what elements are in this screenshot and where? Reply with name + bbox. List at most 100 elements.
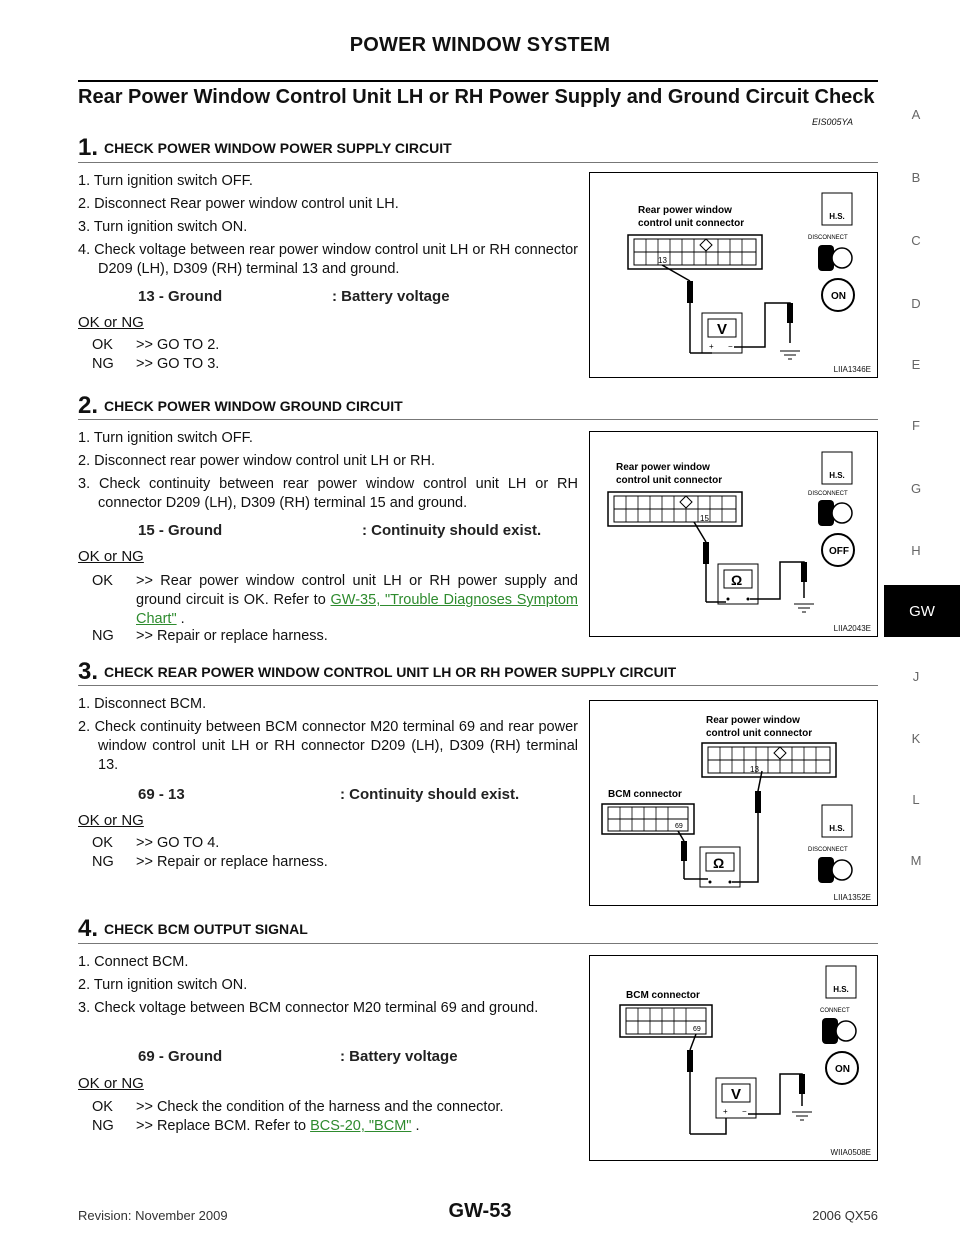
index-letter-g[interactable]: G (910, 481, 922, 496)
step-2-rule (78, 419, 878, 420)
step-3-instr-1: 1. Disconnect BCM. (78, 696, 207, 712)
step-2-okng: OK or NG (78, 548, 144, 565)
index-letter-l[interactable]: L (912, 792, 920, 807)
figure-4-diagram: BCM connector 69 V + − H.S. CONNECT ON (619, 965, 859, 1135)
step-1-instr-3: 3. Turn ignition switch ON. (78, 219, 248, 235)
step-2-heading: 2.CHECK POWER WINDOW GROUND CIRCUIT (78, 392, 878, 420)
section-title: Rear Power Window Control Unit LH or RH … (78, 86, 875, 108)
svg-text:H.S.: H.S. (829, 471, 845, 480)
fig1-terminal: 13 (658, 256, 667, 265)
step-4-spec-label: 69 - Ground (138, 1048, 223, 1065)
step-4-instr-3: 3. Check voltage between BCM connector M… (78, 1000, 539, 1016)
index-letter-j[interactable]: J (912, 669, 920, 684)
svg-text:13: 13 (750, 765, 759, 774)
step-1-ng-label: NG (92, 356, 114, 372)
step-2-number: 2. (78, 392, 99, 419)
step-1-instr-2: 2. Disconnect Rear power window control … (78, 196, 399, 212)
index-letter-a[interactable]: A (911, 107, 921, 122)
step-1-instr-4: 4. Check voltage between rear power wind… (78, 242, 578, 277)
svg-text:−: − (742, 1107, 747, 1116)
figure-1-code: LIIA1346E (833, 365, 871, 374)
index-letter-f[interactable]: F (912, 418, 920, 433)
page-header-title: POWER WINDOW SYSTEM (349, 34, 611, 56)
figure-2-diagram: Rear power window control unit connector… (607, 451, 855, 613)
figure-3-bcm-continuity: Rear power window control unit connector… (589, 700, 878, 906)
step-4-rule (78, 943, 878, 944)
svg-text:−: − (728, 342, 733, 351)
step-4-heading: 4.CHECK BCM OUTPUT SIGNAL (78, 915, 878, 943)
step-4-number: 4. (78, 915, 99, 942)
figure-1-voltage-check: Rear power window control unit connector… (589, 172, 878, 378)
link-gw-35-trouble-diagnoses[interactable]: GW-35, "Trouble Diagnoses Symptom Chart" (136, 592, 578, 627)
step-2-spec-label: 15 - Ground (138, 522, 223, 539)
svg-text:Ω: Ω (713, 855, 724, 871)
svg-text:control unit connector: control unit connector (706, 728, 812, 739)
svg-text:DISCONNECT: DISCONNECT (808, 491, 848, 497)
step-2-instr-1: 1. Turn ignition switch OFF. (78, 430, 253, 446)
step-3-spec-value: : Continuity should exist. (340, 786, 520, 803)
step-1-spec-value: : Battery voltage (332, 288, 450, 305)
svg-text:V: V (731, 1086, 741, 1103)
step-1-ng-text: >> GO TO 3. (136, 356, 220, 372)
section-code: EIS005YA (812, 117, 854, 127)
fig1-hs-icon: H.S. (829, 212, 845, 221)
svg-text:BCM connector: BCM connector (626, 990, 700, 1001)
index-letter-h[interactable]: H (911, 543, 921, 558)
index-letter-b[interactable]: B (911, 170, 921, 185)
step-3-ok-text: >> GO TO 4. (136, 835, 220, 851)
step-4-instr-1: 1. Connect BCM. (78, 954, 189, 970)
step-3-spec-label: 69 - 13 (138, 786, 185, 803)
figure-2-continuity-check: Rear power window control unit connector… (589, 431, 878, 637)
figure-3-code: LIIA1352E (833, 893, 871, 902)
svg-text:control unit connector: control unit connector (616, 475, 722, 486)
index-letter-e[interactable]: E (911, 357, 921, 372)
svg-text:BCM connector: BCM connector (608, 789, 682, 800)
step-3-rule (78, 685, 878, 686)
svg-text:15: 15 (700, 514, 709, 523)
step-1-rule (78, 162, 878, 163)
svg-text:DISCONNECT: DISCONNECT (808, 847, 848, 853)
footer-page-number: GW-53 (448, 1200, 512, 1222)
figure-2-code: LIIA2043E (833, 624, 871, 633)
step-4-okng: OK or NG (78, 1075, 144, 1092)
step-1-ok-label: OK (92, 337, 113, 353)
figure-3-diagram: Rear power window control unit connector… (601, 715, 853, 888)
footer-revision: Revision: November 2009 (78, 1208, 228, 1223)
svg-text:OFF: OFF (829, 546, 849, 557)
svg-text:Rear power window: Rear power window (706, 715, 800, 726)
figure-1-diagram: Rear power window control unit connector… (627, 192, 855, 360)
step-2-instr-3: 3. Check continuity between rear power w… (78, 476, 578, 511)
step-4-ng-text: >> Replace BCM. Refer to BCS-20, "BCM" . (136, 1118, 420, 1134)
step-4-spec-value: : Battery voltage (340, 1048, 458, 1065)
figure-4-bcm-voltage: BCM connector 69 V + − H.S. CONNECT ON W… (589, 955, 878, 1161)
step-4-instr-2: 2. Turn ignition switch ON. (78, 977, 248, 993)
step-2-ng-text: >> Repair or replace harness. (136, 628, 328, 644)
step-3-okng: OK or NG (78, 812, 144, 829)
step-1-number: 1. (78, 134, 99, 161)
fig1-label-2: control unit connector (638, 218, 744, 229)
svg-text:69: 69 (693, 1026, 701, 1033)
index-tab-gw-active[interactable]: GW (884, 585, 960, 637)
step-3-instr-2: 2. Check continuity between BCM connecto… (78, 719, 578, 773)
step-4-ok-label: OK (92, 1099, 113, 1115)
fig1-label-1: Rear power window (638, 205, 732, 216)
step-3-ng-text: >> Repair or replace harness. (136, 854, 328, 870)
step-2-ok-label: OK (92, 573, 113, 589)
step-2-ok-text: >> Rear power window control unit LH or … (136, 573, 578, 627)
figure-4-code: WIIA0508E (830, 1148, 871, 1157)
index-letter-m[interactable]: M (910, 853, 922, 868)
footer-model: 2006 QX56 (812, 1208, 878, 1223)
index-letter-d[interactable]: D (911, 296, 921, 311)
step-2-ng-label: NG (92, 628, 114, 644)
svg-text:H.S.: H.S. (829, 824, 845, 833)
link-bcs-20-bcm[interactable]: BCS-20, "BCM" (310, 1118, 412, 1134)
step-4-ng-label: NG (92, 1118, 114, 1134)
svg-text:H.S.: H.S. (833, 985, 849, 994)
svg-text:Rear power window: Rear power window (616, 462, 710, 473)
svg-text:+: + (709, 342, 714, 351)
index-letter-k[interactable]: K (911, 731, 921, 746)
svg-text:69: 69 (675, 823, 683, 830)
step-1-title: CHECK POWER WINDOW POWER SUPPLY CIRCUIT (104, 140, 452, 156)
step-4-ok-text: >> Check the condition of the harness an… (136, 1099, 504, 1115)
index-letter-c[interactable]: C (911, 233, 921, 248)
